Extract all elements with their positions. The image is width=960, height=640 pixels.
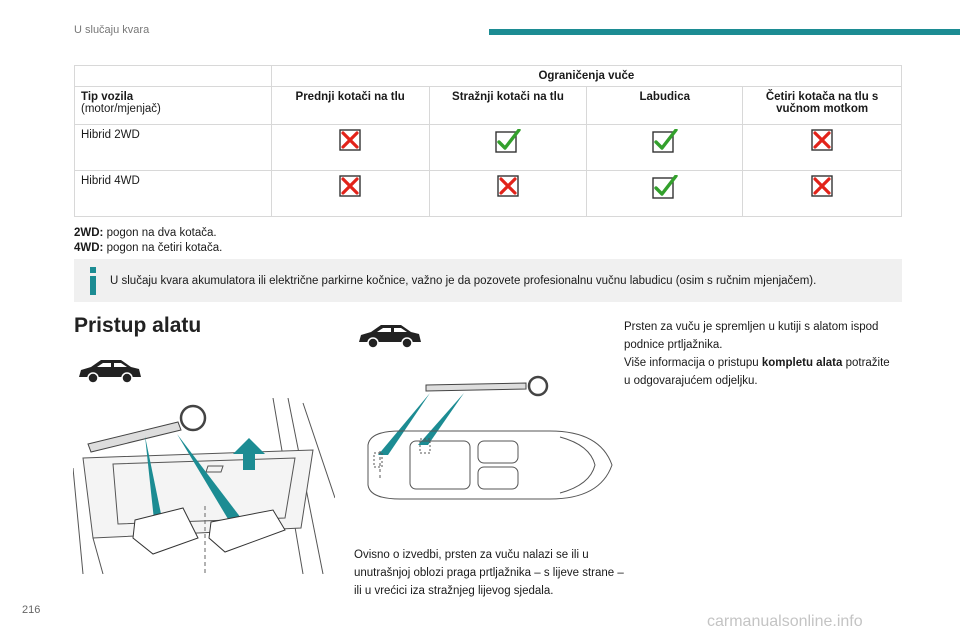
mark-cell — [428, 124, 588, 171]
vehicle-type-label: Tip vozila — [81, 91, 134, 103]
section-title: Pristup alatu — [74, 314, 202, 337]
table-group-header: Ograničenja vuče — [270, 65, 903, 87]
legend-text: pogon na četiri kotača. — [103, 242, 223, 254]
table-empty-corner — [74, 65, 272, 87]
mark-cell — [742, 124, 902, 171]
legend-term: 4WD: — [74, 242, 104, 254]
toolkit-link-text: kompletu alata — [761, 357, 843, 369]
car-silhouette-icon — [79, 360, 141, 384]
caption-text: Više informacija o pristupu — [624, 357, 762, 369]
cross-icon — [497, 175, 519, 197]
column-header-flatbed: Labudica — [586, 86, 744, 125]
mark-cell — [586, 124, 744, 171]
cross-icon — [811, 129, 833, 151]
car-silhouette-icon — [359, 325, 421, 349]
check-icon — [652, 129, 678, 153]
towing-restrictions-table: Ograničenja vuče Tip vozila (motor/mjenj… — [74, 65, 903, 217]
toolkit-caption-line1: Prsten za vuču je spremljen u kutiji s a… — [624, 321, 879, 351]
info-icon — [90, 266, 96, 295]
cross-icon — [339, 175, 361, 197]
legend-text: pogon na dva kotača. — [103, 227, 217, 239]
mark-cell — [270, 170, 430, 217]
row-label: Hibrid 4WD — [74, 170, 272, 217]
toweye-location-caption: Ovisno o izvedbi, prsten za vuču nalazi … — [354, 549, 624, 597]
mark-cell — [428, 170, 588, 217]
header-accent-bar — [489, 29, 960, 35]
check-icon — [652, 175, 678, 199]
mark-cell — [742, 170, 902, 217]
cross-icon — [811, 175, 833, 197]
toolkit-caption-line2: Više informacija o pristupu kompletu ala… — [624, 354, 894, 390]
table-group-header-row: Ograničenja vuče — [74, 65, 903, 87]
drive-legend: 2WD: pogon na dva kotača. 4WD: pogon na … — [74, 226, 222, 256]
info-note: U slučaju kvara akumulatora ili električ… — [74, 259, 902, 302]
caption-text: potražite u odgovarajućem odjeljku. — [624, 357, 890, 387]
legend-item-2wd: 2WD: pogon na dva kotača. — [74, 226, 222, 241]
legend-term: 2WD: — [74, 227, 104, 239]
cross-icon — [339, 129, 361, 151]
car-topview-illustration — [367, 375, 613, 500]
table-column-header-row: Tip vozila (motor/mjenjač) Prednji kotač… — [74, 86, 902, 125]
column-header-front-wheels: Prednji kotači na tlu — [270, 86, 430, 125]
vehicle-type-sub: (motor/mjenjač) — [81, 103, 161, 115]
column-header-tow-bar: Četiri kotača na tlu s vučnom motkom — [742, 86, 902, 125]
check-icon — [495, 129, 521, 153]
watermark: carmanualsonline.info — [707, 613, 863, 630]
legend-item-4wd: 4WD: pogon na četiri kotača. — [74, 241, 222, 256]
table-row: Hibrid 2WD — [74, 124, 902, 171]
info-note-text: U slučaju kvara akumulatora ili električ… — [110, 274, 817, 287]
page-header-title: U slučaju kvara — [74, 24, 150, 36]
mark-cell — [270, 124, 430, 171]
vehicle-type-header: Tip vozila (motor/mjenjač) — [74, 86, 272, 125]
boot-toolkit-illustration — [73, 398, 335, 574]
toolkit-caption: Prsten za vuču je spremljen u kutiji s a… — [624, 318, 894, 390]
page-number: 216 — [22, 604, 41, 616]
column-header-rear-wheels: Stražnji kotači na tlu — [428, 86, 588, 125]
table-row: Hibrid 4WD — [74, 170, 902, 217]
mark-cell — [586, 170, 744, 217]
row-label: Hibrid 2WD — [74, 124, 272, 171]
